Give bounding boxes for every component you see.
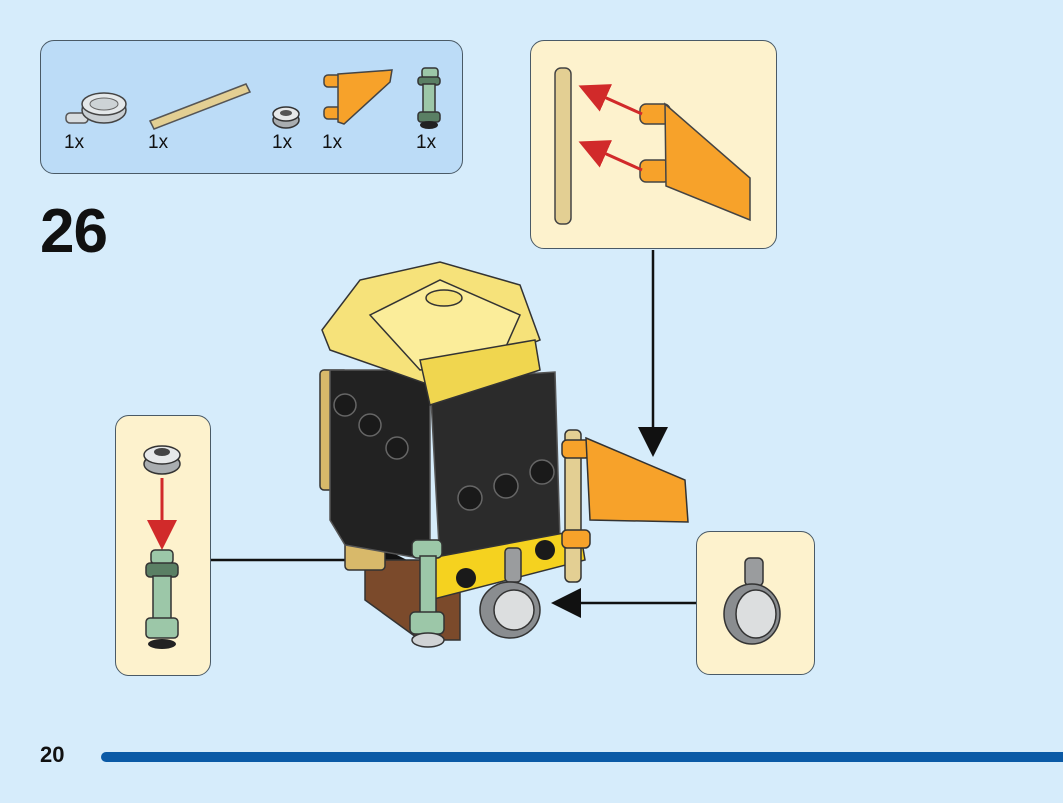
red-arrow-icon bbox=[578, 140, 643, 172]
page-number: 20 bbox=[40, 742, 65, 767]
step-number: 26 bbox=[40, 197, 108, 266]
part-qty-5: 1x bbox=[416, 132, 437, 153]
tan-bar-part-icon bbox=[148, 83, 252, 130]
clear-round-plate-part-icon bbox=[65, 92, 127, 124]
flag-callout-flag-icon bbox=[639, 102, 751, 222]
green-bar-callout-bar-icon bbox=[145, 549, 179, 649]
model-illustration bbox=[319, 261, 689, 648]
red-arrow-icon bbox=[578, 84, 643, 116]
part-qty-1: 1x bbox=[64, 132, 85, 153]
progress-bar bbox=[101, 752, 1063, 762]
green-bar-part-icon bbox=[417, 67, 441, 129]
part-qty-3: 1x bbox=[272, 132, 293, 153]
flag-callout-bar-icon bbox=[554, 67, 572, 225]
part-qty-4: 1x bbox=[322, 132, 343, 153]
part-qty-2: 1x bbox=[148, 132, 169, 153]
green-bar-callout-tile-icon bbox=[143, 445, 181, 475]
round-tile-part-icon bbox=[272, 106, 300, 129]
round-plate-callout-icon bbox=[723, 557, 781, 645]
orange-flag-part-icon bbox=[323, 69, 393, 125]
